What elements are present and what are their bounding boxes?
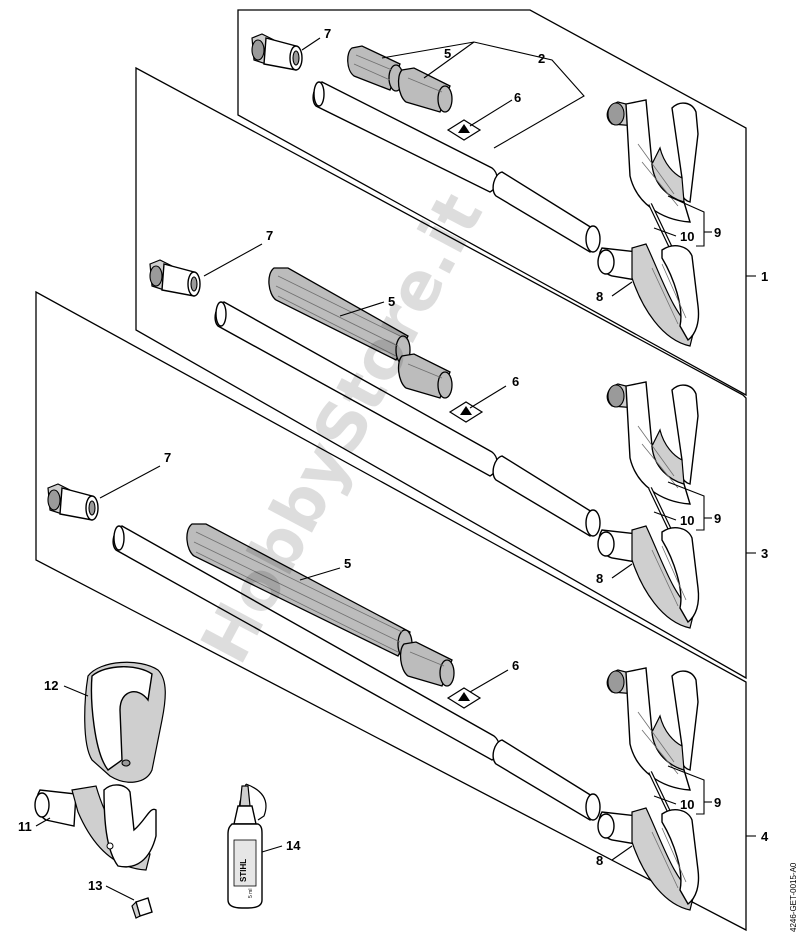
callout-1: 1 [761, 269, 768, 284]
clip-13 [131, 897, 153, 919]
callout-10-kit-3: 10 [680, 513, 694, 528]
callout-8-kit-3: 8 [596, 571, 603, 586]
grip-sleeve-kit-1 [347, 45, 404, 92]
callout-7-kit-3: 7 [266, 228, 273, 243]
warning-label-kit-3 [449, 401, 483, 423]
callout-6-kit-4: 6 [512, 658, 519, 673]
callout-7-kit-1: 7 [324, 26, 331, 41]
nut-kit-4 [47, 483, 99, 521]
tube-kit-4 [112, 525, 601, 821]
short-sleeve-kit-1 [397, 67, 453, 113]
grip-sleeve-kit-3 [268, 267, 411, 365]
nut-kit-1 [251, 33, 303, 71]
frame-kit-1 [237, 9, 747, 397]
tube-kit-1 [312, 81, 601, 253]
callout-6-kit-1: 6 [514, 90, 521, 105]
short-sleeve-kit-3 [397, 353, 453, 399]
callout-5-kit-1: 5 [444, 46, 451, 61]
callout-4: 4 [761, 829, 769, 844]
callout-10-kit-4: 10 [680, 797, 694, 812]
callout-3: 3 [761, 546, 768, 561]
kit-4-parts [47, 483, 700, 911]
callout-5-kit-3: 5 [388, 294, 395, 309]
handle-upper-kit-3 [606, 381, 699, 505]
callout-9-kit-1: 9 [714, 225, 721, 240]
callout-8-kit-4: 8 [596, 853, 603, 868]
callout-5-kit-4: 5 [344, 556, 351, 571]
tube-kit-3 [214, 301, 601, 537]
frame-kit-4 [35, 290, 747, 932]
short-sleeve-kit-4 [399, 641, 455, 687]
oil-bottle-14: STIHL 5 ml [227, 783, 267, 909]
callout-11: 11 [18, 819, 32, 834]
handle-half-11 [34, 784, 157, 871]
leader-lines [35, 37, 756, 901]
warning-label-kit-4 [447, 687, 481, 709]
callout-8-kit-1: 8 [596, 289, 603, 304]
callout-numbers: 1 2 3 4 5 5 5 6 6 6 7 7 7 8 8 8 9 9 9 10… [18, 26, 769, 893]
kit-1-parts [251, 33, 700, 347]
kit-3-parts [149, 259, 700, 629]
callout-14: 14 [286, 838, 301, 853]
callout-2: 2 [538, 51, 545, 66]
callout-10-kit-1: 10 [680, 229, 694, 244]
handle-upper-kit-4 [606, 667, 699, 791]
frame-kit-3 [135, 66, 747, 680]
callout-9-kit-4: 9 [714, 795, 721, 810]
handle-half-12 [84, 661, 166, 783]
callout-12: 12 [44, 678, 58, 693]
bottle-brand-label: STIHL [239, 859, 248, 882]
callout-9-kit-3: 9 [714, 511, 721, 526]
callout-7-kit-4: 7 [164, 450, 171, 465]
callout-6-kit-3: 6 [512, 374, 519, 389]
drawing-code: 4246-GET-0015-A0 [789, 862, 798, 932]
nut-kit-3 [149, 259, 201, 297]
callout-13: 13 [88, 878, 102, 893]
bottle-volume-label: 5 ml [248, 889, 254, 898]
